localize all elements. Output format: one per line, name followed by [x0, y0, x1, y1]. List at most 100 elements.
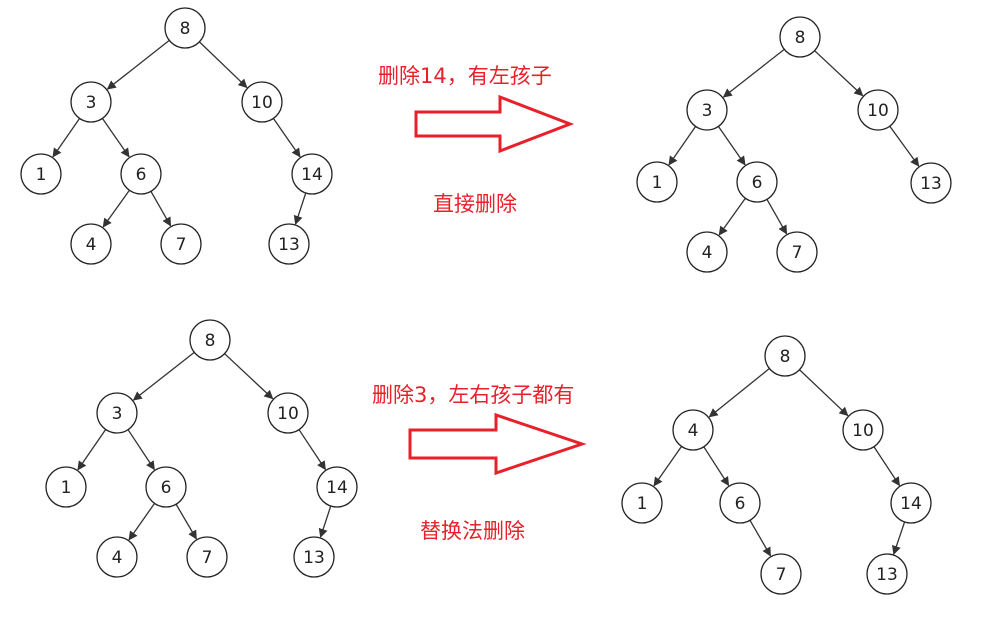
node-label: 6: [136, 165, 147, 185]
node-label: 14: [900, 494, 922, 514]
edge-8-4: [708, 368, 770, 418]
node-1: 1: [45, 466, 87, 508]
node-label: 13: [303, 548, 325, 568]
node-8: 8: [189, 319, 231, 361]
node-label: 14: [301, 165, 323, 185]
node-6: 6: [736, 161, 778, 203]
edge-3-1: [668, 126, 697, 166]
node-3: 3: [686, 89, 728, 131]
node-circle: [621, 482, 663, 524]
edge-8-3: [722, 48, 785, 98]
edge-6-7: [175, 503, 197, 540]
node-8: 8: [164, 7, 206, 49]
node-label: 13: [876, 565, 898, 585]
node-label: 4: [702, 243, 713, 263]
node-label: 3: [86, 93, 97, 113]
node-label: 8: [795, 28, 806, 48]
node-label: 1: [61, 478, 72, 498]
node-4: 4: [96, 536, 138, 578]
node-label: 6: [161, 478, 172, 498]
node-14: 14: [316, 466, 358, 508]
edge-3-6: [127, 429, 155, 471]
node-circle: [70, 223, 112, 265]
node-7: 7: [160, 223, 202, 265]
node-label: 1: [652, 173, 663, 193]
edge-3-6: [717, 126, 746, 166]
edge-3-1: [52, 118, 81, 158]
arrow-2: [408, 412, 587, 476]
edge-6-7: [150, 191, 172, 227]
node-circle: [96, 536, 138, 578]
edge-14-13: [318, 505, 332, 538]
edge-10-13: [889, 125, 920, 167]
node-14: 14: [291, 153, 333, 195]
node-circle: [120, 153, 162, 195]
edge-8-10: [814, 50, 864, 97]
method-caption-1: 直接删除: [433, 192, 517, 216]
node-label: 7: [776, 565, 787, 585]
node-13: 13: [268, 223, 310, 265]
node-8: 8: [764, 335, 806, 377]
node-circle: [291, 153, 333, 195]
node-label: 13: [920, 174, 942, 194]
tree-after-1: 8 3 10 1 6 13 4 7: [636, 16, 952, 273]
node-label: 13: [278, 235, 300, 255]
node-label: 10: [251, 93, 273, 113]
node-10: 10: [842, 409, 884, 451]
node-circle: [890, 482, 932, 524]
node-label: 8: [180, 19, 191, 39]
edge-10-14: [272, 118, 301, 158]
node-1: 1: [20, 153, 62, 195]
tree-before-1: 8 3 10 1 6 14 4 7 13: [20, 7, 333, 265]
node-label: 10: [852, 421, 874, 441]
node-label: 3: [702, 101, 713, 121]
node-circle: [779, 16, 821, 58]
node-10: 10: [857, 89, 899, 131]
edge-14-13: [892, 521, 906, 555]
node-circle: [293, 536, 335, 578]
node-label: 6: [752, 173, 763, 193]
node-10: 10: [241, 81, 283, 123]
node-label: 3: [112, 404, 123, 424]
node-label: 7: [792, 243, 803, 263]
edge-6-7: [766, 199, 788, 235]
edge-14-13: [293, 192, 307, 225]
node-circle: [866, 553, 908, 595]
node-circle: [719, 482, 761, 524]
node-circle: [672, 409, 714, 451]
node-circle: [45, 466, 87, 508]
node-circle: [857, 89, 899, 131]
edge-4-1: [653, 446, 683, 487]
edge-3-6: [101, 118, 130, 158]
node-label: 7: [202, 548, 213, 568]
node-label: 1: [36, 165, 47, 185]
node-1: 1: [636, 161, 678, 203]
node-circle: [160, 223, 202, 265]
node-circle: [268, 223, 310, 265]
edge-6-4: [128, 503, 156, 541]
node-circle: [636, 161, 678, 203]
node-4: 4: [70, 223, 112, 265]
node-8: 8: [779, 16, 821, 58]
node-label: 10: [277, 404, 299, 424]
node-circle: [764, 335, 806, 377]
node-13: 13: [910, 162, 952, 204]
node-3: 3: [96, 392, 138, 434]
node-circle: [686, 89, 728, 131]
node-1: 1: [621, 482, 663, 524]
node-circle: [20, 153, 62, 195]
node-circle: [842, 409, 884, 451]
node-label: 14: [326, 478, 348, 498]
node-6: 6: [719, 482, 761, 524]
edge-6-4: [718, 197, 746, 236]
node-14: 14: [890, 482, 932, 524]
node-circle: [316, 466, 358, 508]
edge-10-14: [873, 446, 901, 487]
node-10: 10: [267, 392, 309, 434]
node-6: 6: [145, 466, 187, 508]
node-7: 7: [776, 231, 818, 273]
node-circle: [96, 392, 138, 434]
edge-3-1: [77, 429, 107, 471]
